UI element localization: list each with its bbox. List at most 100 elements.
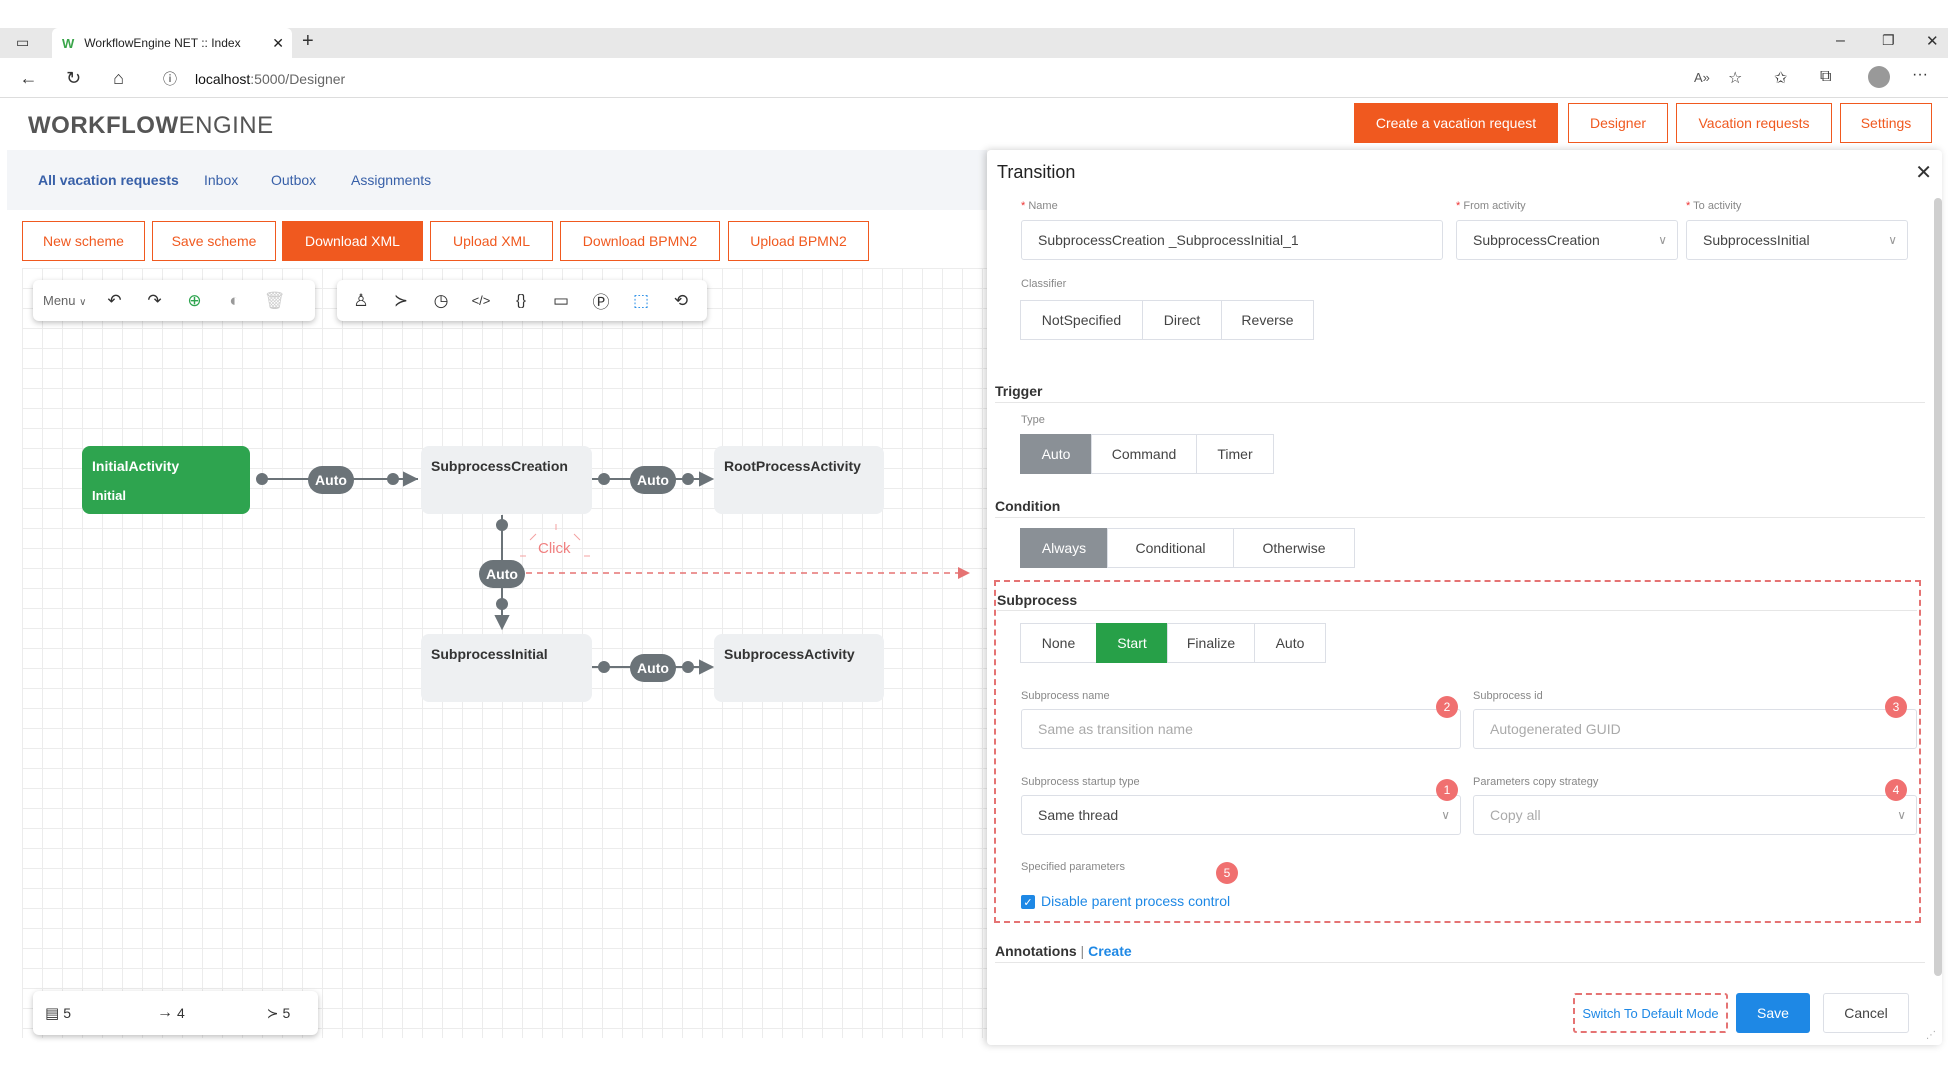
chevron-down-icon: ∨ <box>79 297 87 308</box>
settings-button[interactable]: Settings <box>1840 103 1932 143</box>
node-root-process-activity[interactable]: RootProcessActivity <box>714 446 884 514</box>
parameters-icon[interactable]: {} <box>515 292 527 309</box>
close-icon[interactable]: ✕ <box>1915 162 1932 184</box>
read-aloud-icon[interactable]: A» <box>1694 70 1710 85</box>
disable-parent-label[interactable]: Disable parent process control <box>1041 893 1231 909</box>
info-icon[interactable]: ⓘ <box>163 70 177 87</box>
classifier-direct[interactable]: Direct <box>1142 300 1222 340</box>
subprocess-id-input[interactable]: Autogenerated GUID <box>1473 709 1917 749</box>
browser-tab-title: WorkflowEngine NET :: Index <box>84 36 241 50</box>
new-scheme-button[interactable]: New scheme <box>22 221 145 261</box>
designer-button[interactable]: Designer <box>1568 103 1668 143</box>
disable-parent-checkbox[interactable]: ✓ <box>1021 895 1035 909</box>
transition-auto-pill[interactable]: Auto <box>308 466 354 494</box>
tab-outbox[interactable]: Outbox <box>271 172 317 188</box>
transition-auto-pill[interactable]: Auto <box>630 466 676 494</box>
commands-count-icon: ≻ <box>266 1004 279 1021</box>
panel-scrollbar[interactable] <box>1934 198 1942 976</box>
upload-bpmn2-button[interactable]: Upload BPMN2 <box>728 221 869 261</box>
url-field[interactable]: localhost:5000/Designer <box>195 70 346 87</box>
redo-icon[interactable]: ↷ <box>147 290 162 310</box>
node-subprocess-activity[interactable]: SubprocessActivity <box>714 634 884 702</box>
trigger-command[interactable]: Command <box>1091 434 1197 474</box>
to-activity-select[interactable]: SubprocessInitial∨ <box>1686 220 1908 260</box>
subprocess-start[interactable]: Start <box>1096 623 1168 663</box>
actor-icon[interactable]: ♙ <box>353 290 369 310</box>
collections-icon[interactable]: ⧉ <box>1820 68 1832 85</box>
startup-type-label: Subprocess startup type <box>1021 776 1140 788</box>
node-subprocess-creation[interactable]: SubprocessCreation <box>421 446 592 514</box>
toolbar-right: ♙ ≻ ◷ </> {} ▭ Ⓟ ⬚ ⟲ <box>337 280 707 321</box>
panel-title: Transition <box>997 162 1076 182</box>
startup-type-select[interactable]: Same thread∨ <box>1021 795 1461 835</box>
trigger-timer[interactable]: Timer <box>1196 434 1274 474</box>
close-window-icon[interactable]: ✕ <box>1926 33 1939 50</box>
delete-icon[interactable]: 🗑 <box>263 290 286 310</box>
name-input[interactable]: SubprocessCreation _SubprocessInitial_1 <box>1021 220 1443 260</box>
classifier-reverse[interactable]: Reverse <box>1221 300 1314 340</box>
subprocess-divider <box>997 610 1917 611</box>
profile-avatar[interactable] <box>1868 66 1890 88</box>
code-icon[interactable]: </> <box>471 293 491 308</box>
menu-dropdown[interactable]: Menu ∨ <box>43 293 87 308</box>
transition-auto-pill-selected[interactable]: Auto <box>479 560 525 588</box>
browser-tab[interactable]: W WorkflowEngine NET :: Index ✕ <box>52 28 292 58</box>
activities-count: 5 <box>63 1005 71 1021</box>
transition-auto-pill[interactable]: Auto <box>630 654 676 682</box>
name-label: * Name <box>1021 200 1058 212</box>
more-icon[interactable]: ··· <box>1912 66 1928 83</box>
condition-conditional[interactable]: Conditional <box>1107 528 1234 568</box>
create-vacation-request-button[interactable]: Create a vacation request <box>1354 103 1558 143</box>
trigger-auto[interactable]: Auto <box>1020 434 1092 474</box>
annotations-create-link[interactable]: Create <box>1088 943 1132 959</box>
subprocess-none[interactable]: None <box>1020 623 1097 663</box>
process-info-icon[interactable]: Ⓟ <box>592 293 610 312</box>
comment-icon[interactable]: ▭ <box>552 290 570 310</box>
save-button[interactable]: Save <box>1736 993 1810 1033</box>
vacation-requests-button[interactable]: Vacation requests <box>1676 103 1832 143</box>
back-icon[interactable]: ← <box>19 68 38 88</box>
subprocess-highlight <box>994 580 1921 923</box>
chevron-down-icon: ∨ <box>1441 808 1450 822</box>
toggle-icon[interactable]: ◐ <box>229 290 240 310</box>
subprocess-name-input[interactable]: Same as transition name <box>1021 709 1461 749</box>
subprocess-auto[interactable]: Auto <box>1254 623 1326 663</box>
favorites-icon[interactable]: ✩ <box>1774 70 1788 87</box>
undo-icon[interactable]: ↶ <box>107 290 122 310</box>
tab-assignments[interactable]: Assignments <box>351 172 432 188</box>
upload-xml-button[interactable]: Upload XML <box>430 221 553 261</box>
switch-default-mode-button[interactable]: Switch To Default Mode <box>1573 993 1728 1033</box>
new-tab-icon[interactable]: + <box>302 30 314 52</box>
command-icon[interactable]: ≻ <box>393 290 409 310</box>
tab-all-vacation-requests[interactable]: All vacation requests <box>38 172 179 188</box>
selection-icon[interactable]: ⬚ <box>632 290 650 310</box>
node-subprocess-initial[interactable]: SubprocessInitial <box>421 634 592 702</box>
subprocess-finalize[interactable]: Finalize <box>1167 623 1255 663</box>
toolbar-left: Menu ∨ ↶ ↷ ⊕ ◐ 🗑 <box>33 280 315 321</box>
download-xml-button[interactable]: Download XML <box>282 221 423 261</box>
timer-icon[interactable]: ◷ <box>433 290 449 310</box>
node-initial-activity[interactable]: InitialActivity Initial <box>82 446 250 514</box>
cancel-button[interactable]: Cancel <box>1823 993 1909 1033</box>
resize-handle-icon[interactable]: ⋰ <box>1926 1030 1936 1041</box>
classifier-notspecified[interactable]: NotSpecified <box>1020 300 1143 340</box>
copy-strategy-select[interactable]: Copy all∨ <box>1473 795 1917 835</box>
tab-inbox[interactable]: Inbox <box>204 172 239 188</box>
from-activity-select[interactable]: SubprocessCreation∨ <box>1456 220 1678 260</box>
trigger-section-title: Trigger <box>995 383 1043 399</box>
restore-icon[interactable]: ❐ <box>1882 32 1895 48</box>
condition-always[interactable]: Always <box>1020 528 1108 568</box>
save-scheme-button[interactable]: Save scheme <box>152 221 276 261</box>
tab-actions-icon[interactable]: ▭ <box>16 34 30 50</box>
home-icon[interactable]: ⌂ <box>113 68 124 88</box>
add-icon[interactable]: ⊕ <box>187 290 202 310</box>
minimize-icon[interactable]: – <box>1836 32 1845 49</box>
reload-icon[interactable]: ↻ <box>65 68 82 88</box>
history-icon[interactable]: ⟲ <box>673 290 689 310</box>
condition-otherwise[interactable]: Otherwise <box>1233 528 1355 568</box>
condition-divider <box>995 517 1925 518</box>
favorite-add-icon[interactable]: ☆ <box>1728 70 1743 87</box>
download-bpmn2-button[interactable]: Download BPMN2 <box>560 221 720 261</box>
brand-logo[interactable]: WORKFLOWENGINE <box>28 112 274 139</box>
close-tab-icon[interactable]: ✕ <box>272 34 284 51</box>
